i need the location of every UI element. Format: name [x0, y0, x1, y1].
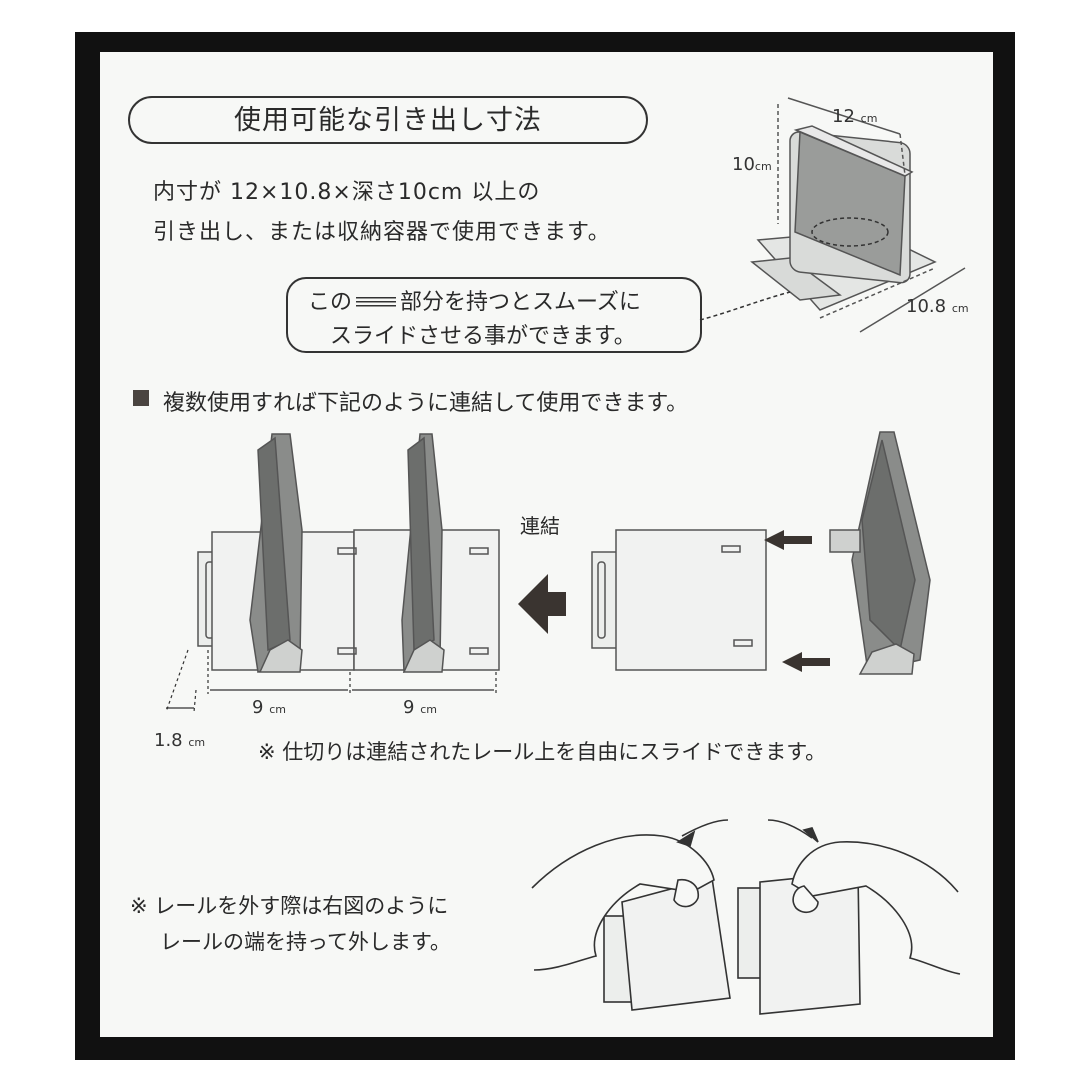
slide-arrow-lower-icon	[782, 652, 830, 672]
connect-arrow-icon	[518, 574, 566, 634]
intro-line-2: 引き出し、または収納容器で使用できます。	[153, 220, 611, 245]
dim-height: 10cm	[732, 154, 772, 175]
grip-lines-icon	[356, 297, 397, 309]
dim-pitch-1: 9 cm	[252, 697, 286, 718]
callout-line-2: スライドさせる事ができます。	[330, 324, 636, 349]
dim-width: 12 cm	[832, 106, 878, 127]
dim-depth: 10.8 cm	[906, 296, 969, 317]
intro-line-1: 内寸が 12×10.8×深さ10cm 以上の	[153, 180, 541, 205]
rail-dimension-lines	[165, 649, 497, 713]
divider-top-illustration	[699, 97, 966, 333]
note-rail-line-2: レールの端を持って外します。	[160, 930, 451, 954]
connected-rail-illustration	[197, 433, 500, 674]
callout-line-1: この部分を持つとスムーズに	[308, 290, 641, 315]
connect-label: 連結	[520, 514, 560, 538]
title-box	[128, 96, 648, 144]
hands-removing-rail-illustration	[531, 819, 961, 1015]
separate-rail-illustration	[591, 431, 931, 675]
note-rail-line-1: ※ レールを外す際は右図のように	[130, 894, 449, 918]
note-slide: ※ 仕切りは連結されたレール上を自由にスライドできます。	[258, 740, 827, 764]
dim-pitch-2: 9 cm	[403, 697, 437, 718]
page-title: 使用可能な引き出し寸法	[234, 105, 542, 136]
callout-box	[286, 277, 702, 353]
bullet-square-icon	[133, 390, 149, 406]
multi-use-heading: 複数使用すれば下記のように連結して使用できます。	[163, 391, 689, 416]
slide-arrow-upper-icon	[764, 530, 812, 550]
dim-rail-end: 1.8 cm	[154, 730, 206, 751]
